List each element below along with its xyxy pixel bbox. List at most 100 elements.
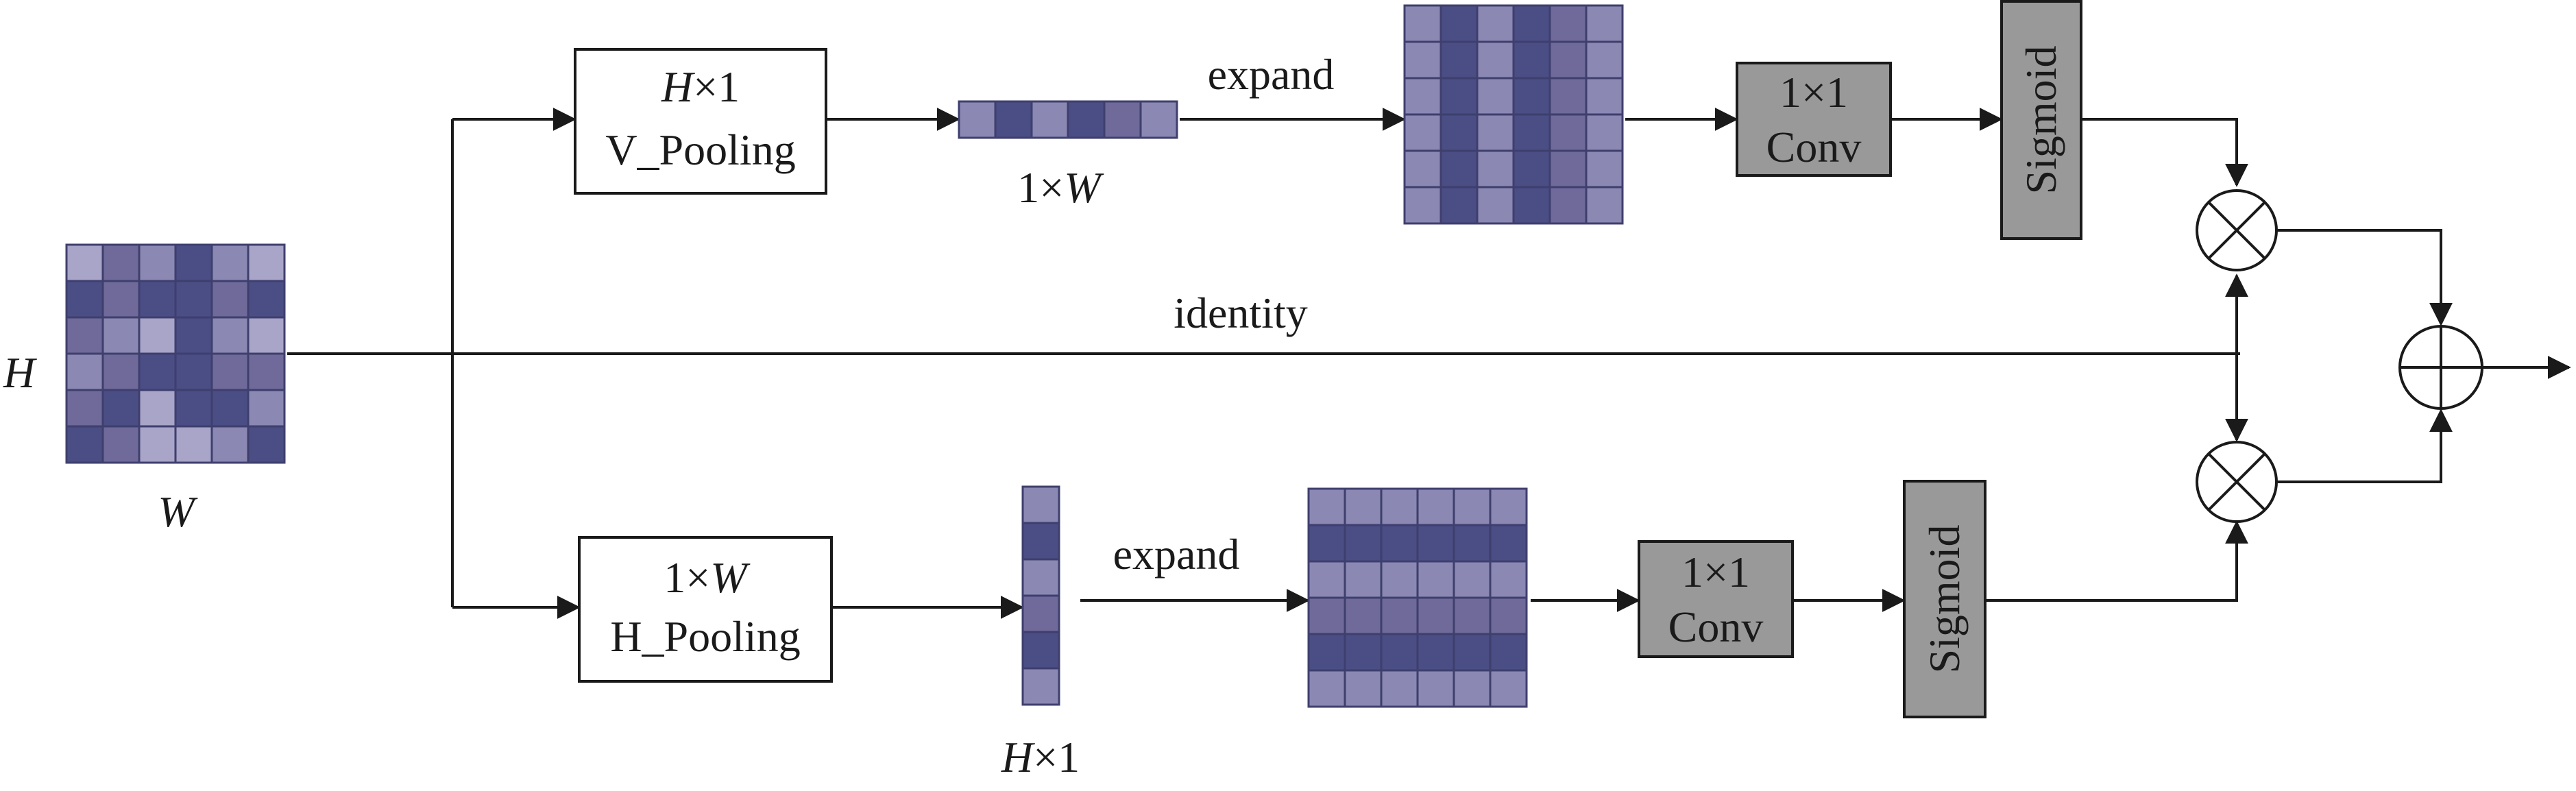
input-cell (247, 243, 286, 282)
conv-bottom-line2: Conv (1668, 603, 1764, 651)
input-cell (174, 425, 213, 464)
top-expanded-cell (1476, 77, 1515, 116)
input-cell (138, 389, 177, 428)
bottom-expanded-cell (1307, 487, 1346, 526)
top-expanded-cell (1512, 40, 1551, 80)
top-expanded-cell (1585, 4, 1624, 43)
bottom-expanded-cell (1453, 596, 1492, 635)
bottom-expanded-cell (1453, 524, 1492, 563)
top-expanded-cell (1476, 149, 1515, 188)
top-vector-cell (958, 100, 997, 139)
top-expanded-cell (1439, 113, 1479, 152)
bottom-expanded-cell (1489, 487, 1528, 526)
top-expanded-cell (1439, 77, 1479, 116)
conv-box-bottom (1638, 540, 1794, 658)
bottom-expanded-cell (1416, 596, 1455, 635)
bottom-expanded-cell (1307, 633, 1346, 672)
bottom-expanded-cell (1344, 596, 1383, 635)
v-pooling-dims-rest: ×1 (693, 62, 740, 111)
bottom-expanded-cell (1380, 633, 1419, 672)
v-pooling-dims: H×1 (661, 62, 740, 111)
input-cell (101, 352, 141, 391)
input-cell (65, 243, 104, 282)
bottom-expanded-cell (1489, 633, 1528, 672)
input-cell (138, 243, 177, 282)
bottom-expanded-cell (1416, 669, 1455, 708)
bottom-expanded-cell (1307, 596, 1346, 635)
top-expanded-cell (1476, 40, 1515, 80)
top-expanded-cell (1512, 149, 1551, 188)
bottom-expanded-cell (1489, 669, 1528, 708)
input-cell (65, 316, 104, 355)
vector-hx1-label: H×1 (1001, 733, 1080, 781)
vector-1xw-label-w: W (1064, 163, 1104, 212)
input-cell (210, 389, 250, 428)
top-expanded-cell (1512, 186, 1551, 225)
arrow-multiply-top-to-add (2276, 229, 2453, 326)
input-cell (101, 425, 141, 464)
top-expanded-cell (1585, 113, 1624, 152)
top-expanded-cell (1548, 77, 1588, 116)
input-cell (210, 243, 250, 282)
top-expanded-cell (1548, 40, 1588, 80)
top-expanded-cell (1585, 40, 1624, 80)
input-feature-map (65, 243, 286, 464)
bottom-expanded-cell (1344, 560, 1383, 599)
top-expanded-cell (1403, 186, 1442, 225)
bottom-expanded-cell (1416, 524, 1455, 563)
input-cell (247, 425, 286, 464)
bottom-expanded-cell (1344, 669, 1383, 708)
input-cell (174, 280, 213, 319)
multiply-cross-b-top (2207, 201, 2266, 260)
input-cell (210, 352, 250, 391)
vector-1xw-label-rest: 1× (1017, 163, 1064, 212)
top-expanded-cell (1585, 186, 1624, 225)
vector-1xw-label: 1×W (1017, 163, 1104, 212)
bottom-vector-cell (1021, 631, 1060, 670)
input-cell (101, 316, 141, 355)
top-vector-cell (1103, 100, 1142, 139)
input-cell (210, 316, 250, 355)
top-vector-cell (1067, 100, 1106, 139)
input-cell (65, 425, 104, 464)
top-vector-cell (994, 100, 1033, 139)
bottom-expanded-cell (1344, 633, 1383, 672)
bottom-expanded-cell (1453, 487, 1492, 526)
top-expanded-cell (1512, 113, 1551, 152)
input-cell (101, 243, 141, 282)
top-expanded-cell (1512, 4, 1551, 43)
input-cell (247, 316, 286, 355)
top-expanded-cell (1548, 113, 1588, 152)
input-cell (138, 316, 177, 355)
conv-top-line2: Conv (1766, 123, 1862, 171)
add-node (2398, 325, 2483, 410)
input-cell (174, 389, 213, 428)
vector-hx1-label-rest: ×1 (1033, 733, 1080, 781)
multiply-node-top (2196, 189, 2278, 271)
top-expanded-cell (1548, 186, 1588, 225)
top-expanded-cell (1403, 40, 1442, 80)
arrow-multiply-bottom-to-add (2276, 409, 2453, 483)
input-cell (65, 389, 104, 428)
bottom-vector-cell (1021, 522, 1060, 561)
top-expanded-cell (1403, 4, 1442, 43)
input-cell (247, 352, 286, 391)
input-cell (101, 280, 141, 319)
sigmoid-label-bottom: Sigmoid (1920, 525, 1969, 674)
expanded-map-bottom (1307, 487, 1528, 708)
input-cell (138, 425, 177, 464)
top-expanded-cell (1439, 4, 1479, 43)
top-expanded-cell (1548, 149, 1588, 188)
bottom-expanded-cell (1344, 524, 1383, 563)
top-expanded-cell (1403, 77, 1442, 116)
input-cell (247, 389, 286, 428)
vector-hx1-label-h: H (1001, 733, 1036, 781)
top-vector-cell (1030, 100, 1069, 139)
bottom-expanded-cell (1453, 560, 1492, 599)
multiply-node-bottom (2196, 441, 2278, 523)
bottom-expanded-cell (1489, 560, 1528, 599)
bottom-expanded-cell (1307, 524, 1346, 563)
bottom-expanded-cell (1416, 560, 1455, 599)
input-cell (65, 352, 104, 391)
